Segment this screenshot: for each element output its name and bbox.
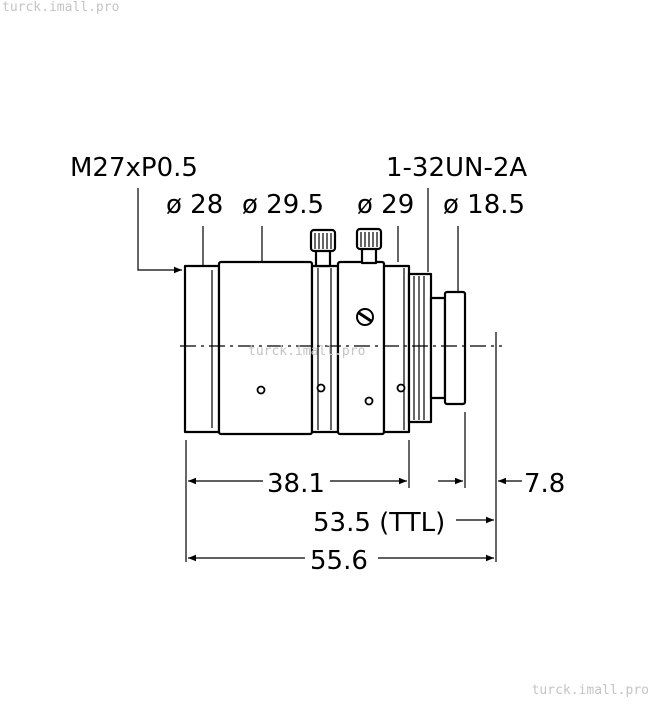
- label-thread-rear: 1-32UN-2A: [386, 153, 527, 183]
- lock-screw-1: [309, 228, 337, 268]
- label-dia-29-5: ø 29.5: [242, 190, 324, 220]
- label-dia-28: ø 28: [166, 190, 223, 220]
- watermark-top: turck.imall.pro: [2, 0, 120, 15]
- center-watermark: turck.imall.pro: [248, 344, 365, 359]
- lock-screw-2: [355, 227, 383, 265]
- reference-mark: [356, 308, 374, 326]
- label-thread-front: M27xP0.5: [70, 153, 198, 183]
- dimension-lines: [188, 477, 522, 562]
- hole-3: [364, 396, 374, 406]
- label-dia-18-5: ø 18.5: [443, 190, 525, 220]
- front-barrel: [183, 264, 221, 434]
- hole-4: [396, 383, 406, 393]
- ring-spacer: [310, 264, 340, 434]
- label-len-7-8: 7.8: [524, 469, 565, 499]
- label-len-53-5: 53.5 (TTL): [313, 508, 445, 538]
- rear-element: [443, 290, 467, 406]
- mount-thread: [407, 272, 433, 424]
- leader-lines: [137, 188, 459, 292]
- label-dia-29: ø 29: [357, 190, 414, 220]
- rear-body: [382, 264, 411, 434]
- hole-2: [316, 383, 326, 393]
- label-len-38-1: 38.1: [267, 469, 325, 499]
- watermark-bottom: turck.imall.pro: [531, 683, 649, 698]
- extension-lines: [185, 332, 497, 562]
- rear-neck: [429, 296, 447, 400]
- lens-body: [183, 227, 467, 436]
- hole-1: [256, 385, 266, 395]
- label-len-55-6: 55.6: [310, 546, 368, 576]
